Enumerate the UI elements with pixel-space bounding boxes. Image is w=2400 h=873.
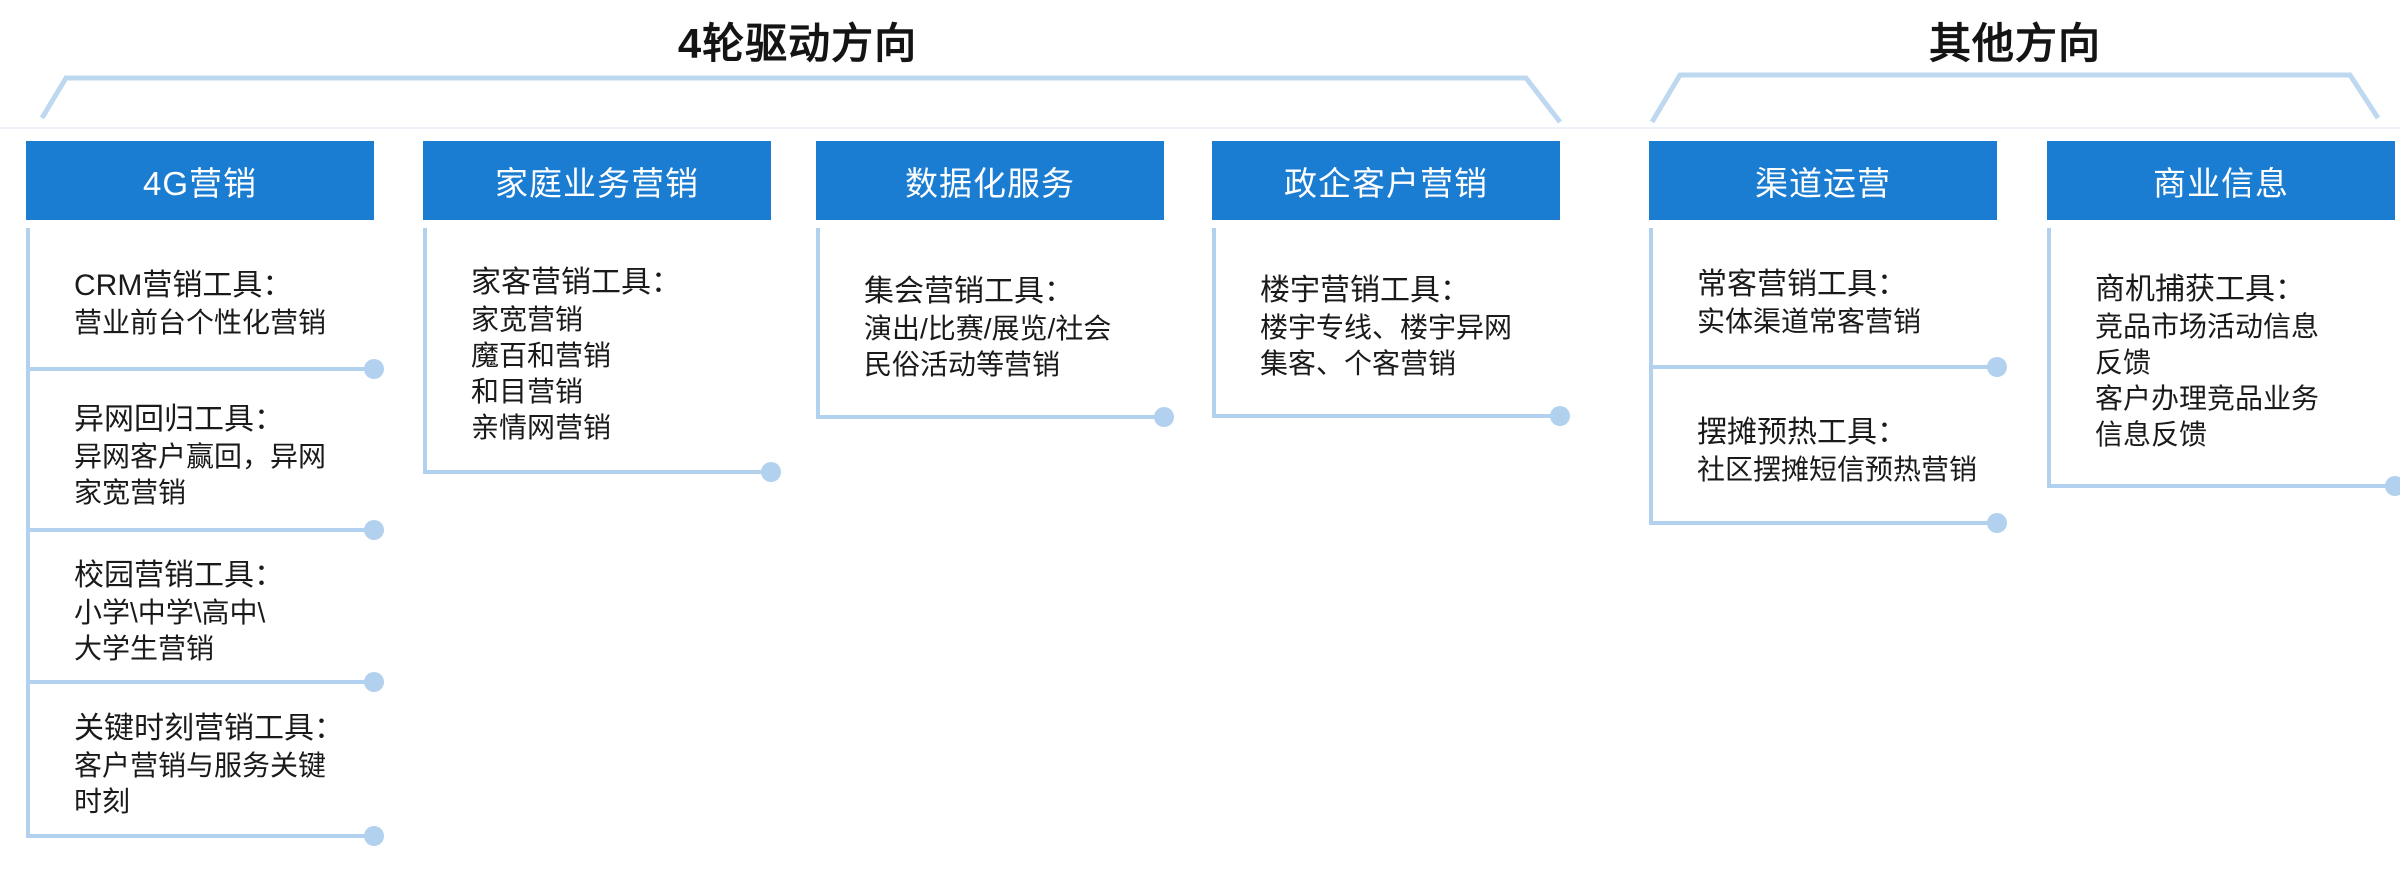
tool-item: 校园营销工具： 小学\中学\高中\ 大学生营销 [30, 532, 384, 692]
tool-description: 营业前台个性化营销 [74, 306, 327, 338]
section-title-other: 其他方向 [1928, 20, 2101, 67]
column-header: 4G营销 [26, 141, 374, 220]
tool-description: 客户营销与服务关键 时刻 [74, 750, 327, 817]
tool-title: 常客营销工具： [1697, 267, 1907, 301]
tool-item: 楼宇营销工具： 楼宇专线、楼宇异网 集客、个客营销 [1216, 228, 1570, 426]
tool-title: 家客营销工具： [471, 266, 681, 299]
connector-dot [1987, 357, 2007, 377]
connector-dot [2385, 476, 2400, 496]
connector-dot [364, 520, 384, 540]
connector-dot [1550, 406, 1570, 426]
tool-title: 摆摊预热工具： [1697, 416, 1907, 449]
connector-dot [364, 826, 384, 846]
column-items: 家客营销工具： 家宽营销 魔百和营销 和目营销 亲情网营销 [423, 228, 781, 482]
column-business-information: 商业信息 商机捕获工具： 竞品市场活动信息 反馈 客户办理竞品业务 信息反馈 [2047, 141, 2400, 496]
connector-dot [1987, 513, 2007, 533]
tool-title: CRM营销工具： [74, 268, 293, 302]
tool-description: 社区摆摊短信预热营销 [1697, 454, 1978, 485]
tool-description: 小学\中学\高中\ 大学生营销 [74, 597, 266, 664]
tool-title: 楼宇营销工具： [1260, 274, 1470, 307]
tool-item: CRM营销工具： 营业前台个性化营销 [30, 228, 384, 379]
tool-title: 商机捕获工具： [2095, 273, 2305, 306]
column-items: 集会营销工具： 演出/比赛/展览/社会 民俗活动等营销 [816, 228, 1174, 427]
column-items: CRM营销工具： 营业前台个性化营销 异网回归工具： 异网客户赢回，异网 家宽营… [26, 228, 384, 846]
group-brackets [39, 72, 2381, 124]
column-channel-operation: 渠道运营 常客营销工具： 实体渠道常客营销 摆摊预热工具： 社区摆摊短信预热营销 [1649, 141, 2007, 533]
tool-description: 家宽营销 魔百和营销 和目营销 亲情网营销 [471, 304, 612, 443]
column-header: 家庭业务营销 [423, 141, 771, 220]
column-header: 商业信息 [2047, 141, 2395, 220]
tool-description: 实体渠道常客营销 [1697, 305, 1922, 337]
connector-dot [364, 359, 384, 379]
tool-item: 异网回归工具： 异网客户赢回，异网 家宽营销 [30, 371, 384, 540]
column-enterprise-customer-marketing: 政企客户营销 楼宇营销工具： 楼宇专线、楼宇异网 集客、个客营销 [1212, 141, 1570, 426]
column-items: 常客营销工具： 实体渠道常客营销 摆摊预热工具： 社区摆摊短信预热营销 [1649, 228, 2007, 533]
column-items: 商机捕获工具： 竞品市场活动信息 反馈 客户办理竞品业务 信息反馈 [2047, 228, 2400, 496]
tool-title: 集会营销工具： [864, 274, 1074, 308]
tool-title: 校园营销工具： [74, 559, 284, 592]
tool-item: 家客营销工具： 家宽营销 魔百和营销 和目营销 亲情网营销 [427, 228, 781, 482]
tool-description: 竞品市场活动信息 反馈 客户办理竞品业务 信息反馈 [2095, 311, 2320, 450]
divider-line [0, 127, 2400, 129]
tool-title: 关键时刻营销工具： [74, 712, 344, 745]
section-title-4wheel-drive: 4轮驱动方向 [677, 20, 918, 67]
right-bracket [1649, 72, 2381, 124]
left-bracket [39, 75, 1562, 124]
column-header: 渠道运营 [1649, 141, 1997, 220]
column-header: 数据化服务 [816, 141, 1164, 220]
connector-dot [1154, 407, 1174, 427]
tool-title: 异网回归工具： [74, 402, 284, 436]
connector-dot [761, 462, 781, 482]
tool-description: 演出/比赛/展览/社会 民俗活动等营销 [864, 312, 1112, 380]
column-header: 政企客户营销 [1212, 141, 1560, 220]
column-home-business-marketing: 家庭业务营销 家客营销工具： 家宽营销 魔百和营销 和目营销 亲情网营销 [423, 141, 781, 482]
tool-description: 楼宇专线、楼宇异网 集客、个客营销 [1260, 312, 1513, 379]
column-4g-marketing: 4G营销 CRM营销工具： 营业前台个性化营销 异网回归工具： 异网客户赢回，异… [26, 141, 384, 846]
column-items: 楼宇营销工具： 楼宇专线、楼宇异网 集客、个客营销 [1212, 228, 1570, 426]
tool-item: 常客营销工具： 实体渠道常客营销 [1653, 228, 2007, 377]
tool-item: 摆摊预热工具： 社区摆摊短信预热营销 [1653, 369, 2007, 533]
tool-item: 集会营销工具： 演出/比赛/展览/社会 民俗活动等营销 [820, 228, 1174, 427]
tool-description: 异网客户赢回，异网 家宽营销 [74, 440, 327, 508]
tool-item: 关键时刻营销工具： 客户营销与服务关键 时刻 [30, 684, 384, 846]
connector-dot [364, 672, 384, 692]
tool-item: 商机捕获工具： 竞品市场活动信息 反馈 客户办理竞品业务 信息反馈 [2051, 228, 2400, 496]
column-data-service: 数据化服务 集会营销工具： 演出/比赛/展览/社会 民俗活动等营销 [816, 141, 1174, 427]
